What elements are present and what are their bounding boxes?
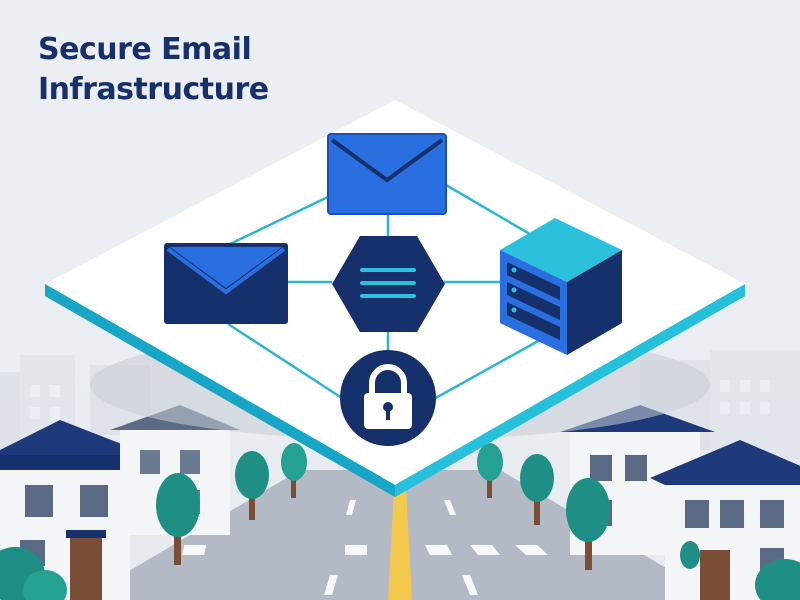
message-hub-icon: [332, 236, 445, 332]
email-envelope-icon: [164, 243, 288, 324]
connection-lines: [227, 183, 541, 402]
title-line-1: Secure Email: [38, 32, 252, 67]
title-line-2: Infrastructure: [38, 72, 269, 107]
email-envelope-icon: [327, 133, 447, 215]
house-left-front: [0, 420, 150, 600]
house-right-front: [650, 440, 800, 600]
page-title: Secure Email Infrastructure: [38, 30, 269, 110]
server-rack-icon: [500, 218, 622, 355]
padlock-icon: [340, 350, 436, 446]
trees: [0, 443, 800, 600]
